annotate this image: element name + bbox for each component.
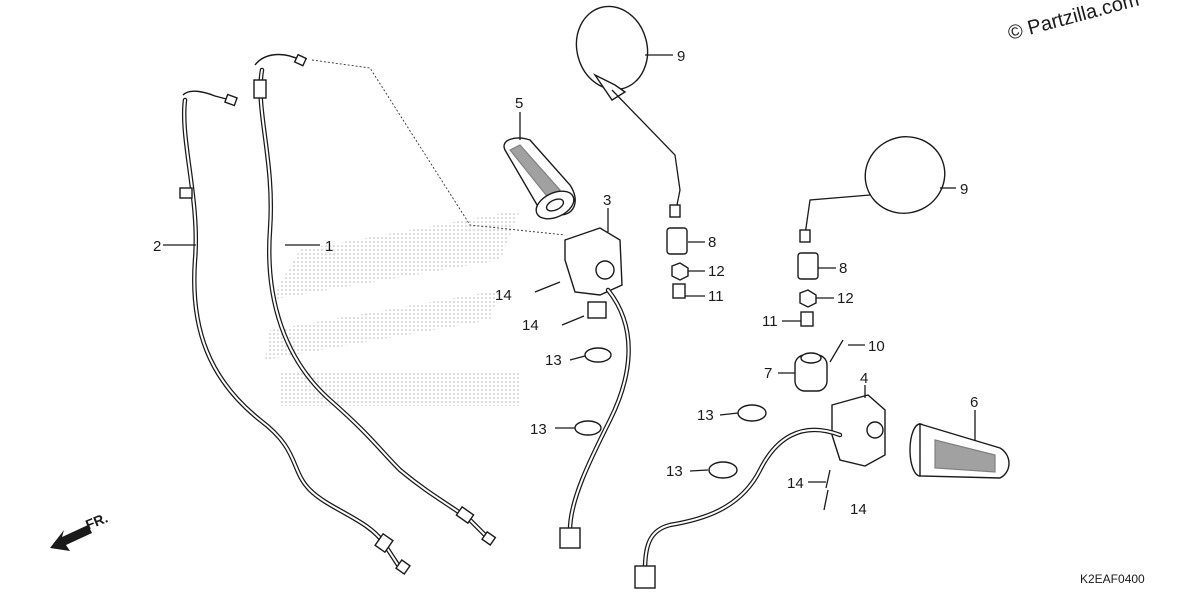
label-2: 2 [153, 238, 161, 255]
switch-housing-4-right [634, 394, 886, 589]
label-1: 1 [325, 238, 333, 255]
label-14-right-upper: 14 [787, 475, 804, 492]
screw-14-left-lower [561, 315, 585, 326]
label-8-left: 8 [708, 234, 716, 251]
mirror-9-right [799, 136, 946, 243]
screw-14-right-upper [825, 469, 831, 489]
label-14-right-lower: 14 [850, 501, 867, 518]
label-13-right-lower: 13 [666, 463, 683, 480]
bolt-11-left [672, 283, 686, 299]
band-13-right-upper [737, 404, 767, 422]
band-13-right-lower [708, 461, 738, 479]
screw-14-right-lower [823, 489, 829, 511]
label-11-left: 11 [708, 288, 724, 305]
label-9-right: 9 [960, 181, 968, 198]
label-7: 7 [764, 365, 772, 382]
band-13-left-upper [584, 347, 612, 363]
bolt-11-right [800, 311, 814, 327]
cable-1-throttle [253, 53, 497, 546]
label-13-left-lower: 13 [530, 421, 547, 438]
direction-label: FR. [83, 509, 110, 532]
cap-8-right [797, 252, 819, 280]
label-6: 6 [970, 394, 978, 411]
reference-line [311, 59, 566, 236]
background-logo [265, 210, 520, 406]
label-10: 10 [868, 338, 885, 355]
label-13-right-upper: 13 [697, 407, 714, 424]
band-13-left-lower [574, 420, 602, 436]
label-4: 4 [860, 370, 868, 387]
label-3: 3 [603, 192, 611, 209]
cap-8-left [666, 227, 688, 255]
grip-6-right [909, 423, 1010, 479]
grip-5-left [503, 137, 576, 220]
diagram-code: K2EAF0400 [1080, 572, 1145, 586]
watermark-text: © Partzilla.com [1006, 0, 1142, 45]
holder-7 [794, 352, 828, 392]
nut-12-left [671, 262, 689, 281]
label-11-right: 11 [762, 313, 778, 330]
label-12-left: 12 [708, 263, 725, 280]
bolt-10 [829, 339, 844, 363]
leader-lines [163, 54, 976, 483]
label-14-left-upper: 14 [495, 287, 512, 304]
label-9-left: 9 [677, 48, 685, 65]
front-direction-arrow: FR. [50, 509, 110, 551]
nut-12-right [799, 289, 817, 308]
label-13-left-upper: 13 [545, 352, 562, 369]
mirror-9-left [575, 5, 681, 218]
label-14-left-lower: 14 [522, 317, 539, 334]
label-5: 5 [515, 95, 523, 112]
cable-2-clutch [179, 90, 411, 575]
screw-14-left-upper [534, 281, 561, 293]
switch-housing-3-left [559, 227, 631, 549]
label-8-right: 8 [839, 260, 847, 277]
label-12-right: 12 [837, 290, 854, 307]
